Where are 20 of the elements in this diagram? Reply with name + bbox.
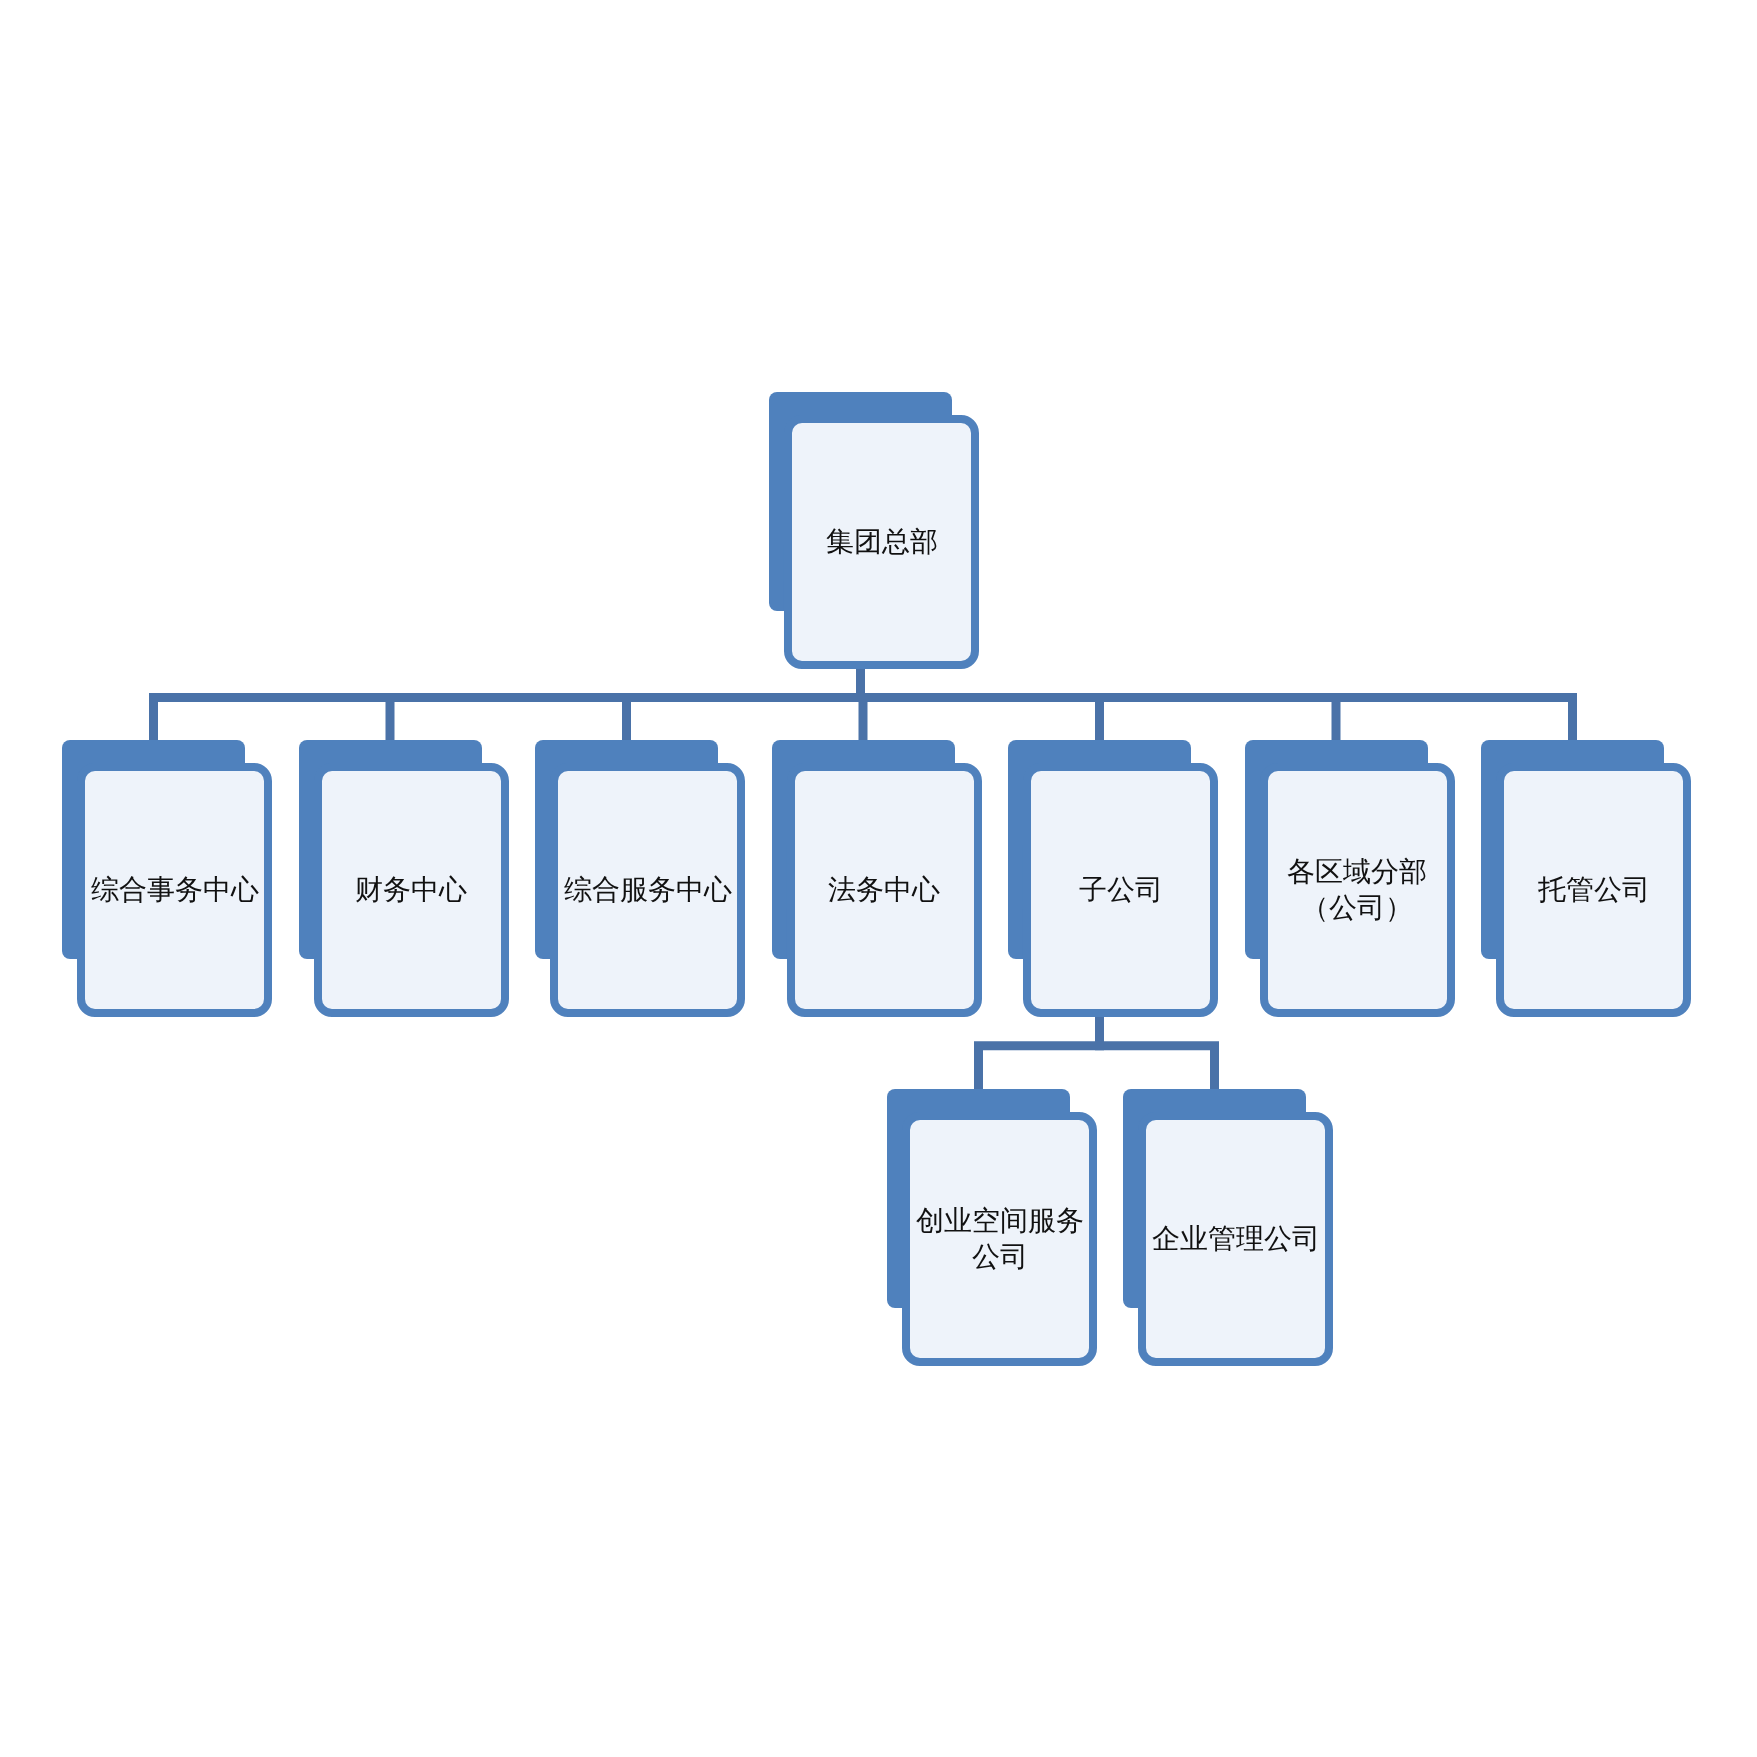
org-box [769, 392, 979, 669]
box-label: 综合事务中心 [89, 871, 260, 908]
org-box [298, 740, 509, 1017]
org-box [535, 740, 745, 1017]
org-box [1123, 1089, 1333, 1366]
box-label: 综合服务中心 [562, 871, 733, 908]
org-box [1481, 740, 1691, 1017]
org-box [1008, 740, 1218, 1017]
org-box [887, 1089, 1097, 1366]
box-label: 集团总部 [824, 523, 939, 560]
box-label: 财务中心 [354, 871, 468, 908]
box-label: 创业空间服务公司 [914, 1202, 1085, 1275]
box-label: 托管公司 [1536, 871, 1651, 908]
box-label: 子公司 [1077, 871, 1164, 908]
org-box [771, 740, 982, 1017]
box-label: 企业管理公司 [1150, 1220, 1321, 1257]
org-box [62, 740, 272, 1017]
org-box [1244, 740, 1455, 1017]
box-label: 法务中心 [827, 871, 941, 908]
box-label: 各区域分部（公司） [1286, 853, 1428, 926]
